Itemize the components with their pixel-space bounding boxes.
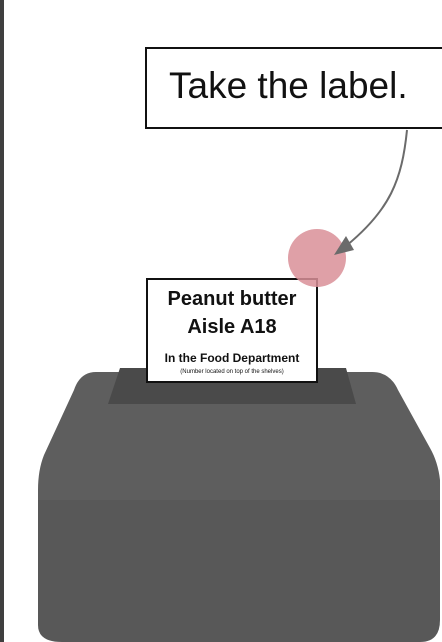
instruction-callout: Take the label. (145, 47, 442, 129)
label-product: Peanut butter (148, 288, 316, 311)
label-note: (Number located on top of the shelves) (148, 369, 316, 375)
shelf-label[interactable]: Peanut butter Aisle A18 In the Food Depa… (146, 278, 318, 383)
label-aisle: Aisle A18 (148, 316, 316, 339)
instruction-text: Take the label. (169, 65, 408, 107)
label-department: In the Food Department (148, 351, 316, 365)
printer-body (38, 500, 440, 642)
